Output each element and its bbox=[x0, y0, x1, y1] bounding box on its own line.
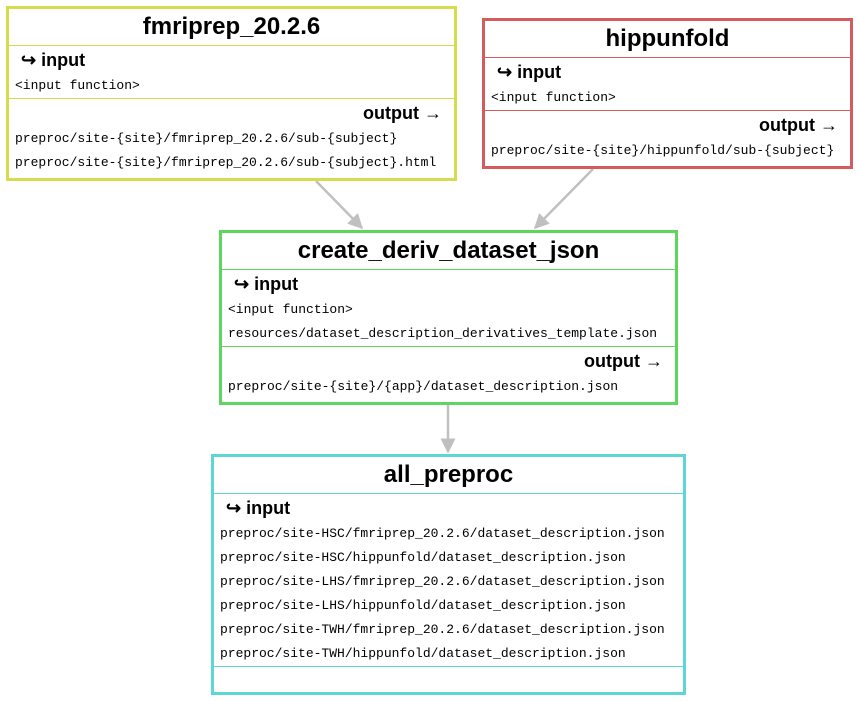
output-label: output bbox=[584, 351, 640, 371]
input-file: preproc/site-LHS/fmriprep_20.2.6/dataset… bbox=[220, 574, 665, 589]
input-label: input bbox=[246, 498, 291, 518]
input-label: input bbox=[517, 62, 562, 82]
output-header: output → bbox=[485, 111, 850, 139]
output-label: output bbox=[759, 115, 815, 135]
edge-fmriprep-to-create bbox=[315, 180, 364, 230]
output-file: preproc/site-{site}/hippunfold/sub-{subj… bbox=[491, 143, 835, 158]
output-arrow-icon: → bbox=[424, 103, 442, 123]
rule-title: all_preproc bbox=[383, 461, 514, 488]
input-label: input bbox=[254, 274, 299, 294]
empty-output-section bbox=[214, 667, 683, 692]
input-header: ↪ input bbox=[9, 46, 454, 74]
output-header: output → bbox=[222, 347, 675, 375]
rule-node-create-deriv-dataset-json[interactable]: create_deriv_dataset_json ↪ input <input… bbox=[219, 230, 678, 405]
input-header: ↪ input bbox=[485, 58, 850, 86]
input-file: <input function> bbox=[228, 302, 353, 317]
input-file: preproc/site-TWH/fmriprep_20.2.6/dataset… bbox=[220, 622, 665, 637]
rule-title: fmriprep_20.2.6 bbox=[142, 13, 321, 40]
input-label: input bbox=[41, 50, 86, 70]
edge-hippunfold-to-create bbox=[533, 168, 594, 230]
rule-node-all-preproc[interactable]: all_preproc ↪ input preproc/site-HSC/fmr… bbox=[211, 454, 686, 695]
input-header: ↪ input bbox=[214, 494, 683, 522]
output-arrow-icon: → bbox=[820, 115, 838, 135]
output-file: preproc/site-{site}/fmriprep_20.2.6/sub-… bbox=[15, 155, 437, 170]
input-file: resources/dataset_description_derivative… bbox=[228, 326, 658, 341]
output-header: output → bbox=[9, 99, 454, 127]
input-arrow-icon: ↪ bbox=[497, 62, 513, 82]
output-file: preproc/site-{site}/{app}/dataset_descri… bbox=[228, 379, 619, 394]
rule-node-hippunfold[interactable]: hippunfold ↪ input <input function> outp… bbox=[482, 18, 853, 169]
input-file: preproc/site-HSC/hippunfold/dataset_desc… bbox=[220, 550, 626, 565]
output-arrow-icon: → bbox=[645, 351, 663, 371]
input-arrow-icon: ↪ bbox=[226, 498, 242, 518]
rule-node-fmriprep[interactable]: fmriprep_20.2.6 ↪ input <input function>… bbox=[6, 6, 457, 181]
rule-title: create_deriv_dataset_json bbox=[297, 237, 600, 264]
output-label: output bbox=[363, 103, 419, 123]
input-file: <input function> bbox=[491, 90, 616, 105]
input-header: ↪ input bbox=[222, 270, 675, 298]
input-arrow-icon: ↪ bbox=[21, 50, 37, 70]
output-file: preproc/site-{site}/fmriprep_20.2.6/sub-… bbox=[15, 131, 398, 146]
input-file: preproc/site-LHS/hippunfold/dataset_desc… bbox=[220, 598, 626, 613]
input-file: <input function> bbox=[15, 78, 140, 93]
input-file: preproc/site-TWH/hippunfold/dataset_desc… bbox=[220, 646, 626, 661]
input-file: preproc/site-HSC/fmriprep_20.2.6/dataset… bbox=[220, 526, 665, 541]
rule-title: hippunfold bbox=[605, 25, 730, 52]
input-arrow-icon: ↪ bbox=[234, 274, 250, 294]
